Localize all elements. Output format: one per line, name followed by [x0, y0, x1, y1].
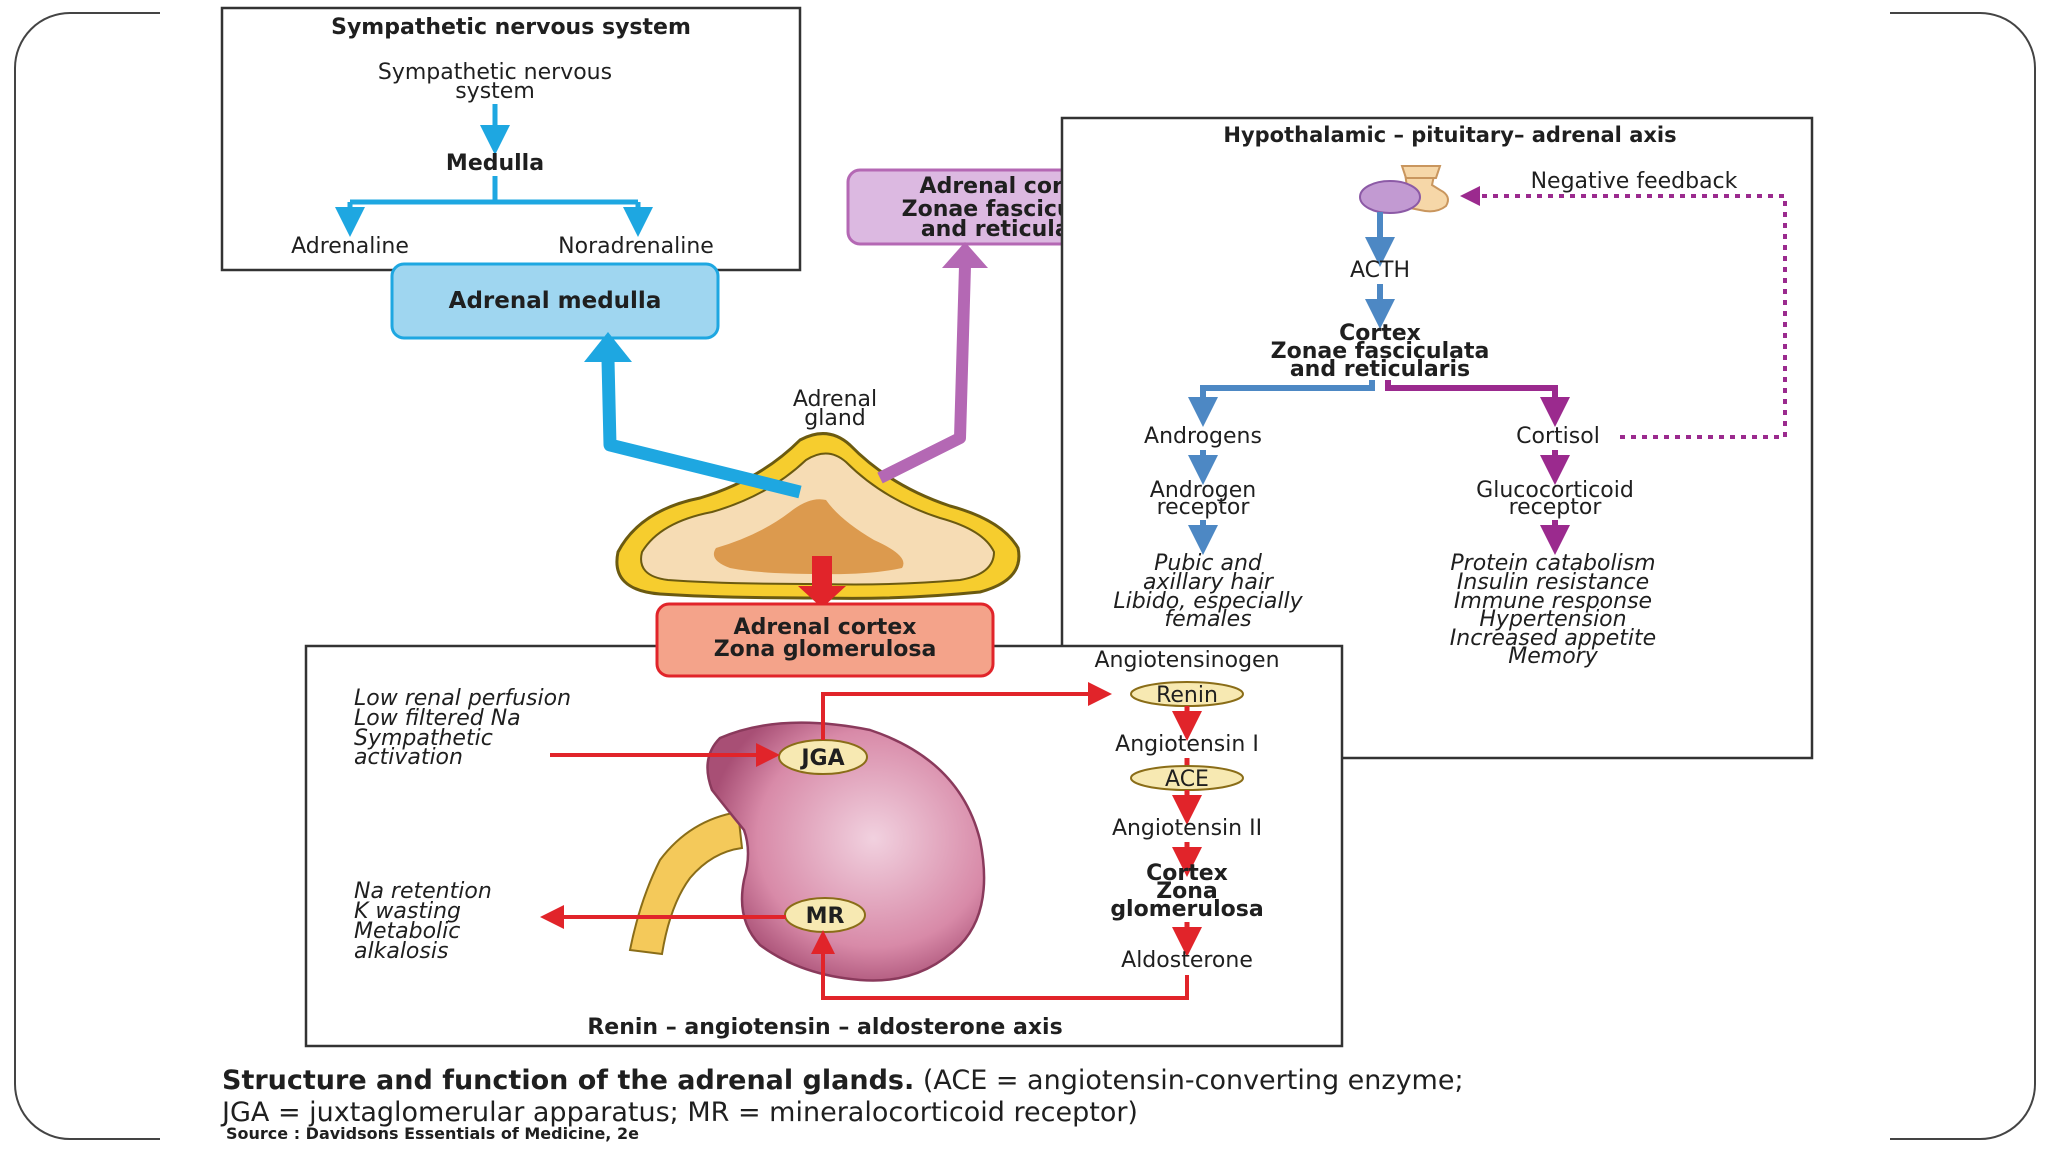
- caption-rest-line1: (ACE = angiotensin-converting enzyme;: [914, 1065, 1464, 1096]
- renin-label: Renin: [1156, 683, 1218, 708]
- raa-output-4: alkalosis: [354, 939, 448, 964]
- caption-line2: JGA = juxtaglomerular apparatus; MR = mi…: [222, 1097, 1138, 1128]
- hpa-title: Hypothalamic – pituitary– adrenal axis: [1223, 123, 1676, 147]
- gland-label-line2: gland: [804, 406, 865, 431]
- adrenaline-label: Adrenaline: [291, 234, 409, 259]
- gland-to-cortex-g-arrowhead: [798, 586, 846, 608]
- androgen-receptor-line2: receptor: [1157, 495, 1251, 520]
- aldosterone-label: Aldosterone: [1121, 948, 1253, 973]
- gc-receptor-line1: Glucocorticoid: [1476, 478, 1634, 503]
- cortex-g-line2: Zona glomerulosa: [714, 637, 937, 662]
- hpa-cortex-line2: Zonae fasciculata: [1271, 339, 1490, 364]
- androgen-receptor-line1: Androgen: [1150, 478, 1256, 503]
- androgen-effect-3: Libido, especially: [1113, 589, 1303, 614]
- mr-oval: MR: [784, 897, 866, 933]
- ace-label: ACE: [1165, 767, 1209, 792]
- jga-label: JGA: [799, 746, 844, 771]
- androgen-effect-4: females: [1164, 607, 1251, 632]
- ace-oval: ACE: [1130, 765, 1244, 792]
- cortisol-effect-3: Immune response: [1454, 589, 1652, 614]
- hpa-cortex-line1: Cortex: [1339, 321, 1421, 346]
- androgen-effect-2: axillary hair: [1143, 570, 1275, 595]
- cortex-g-line1: Adrenal cortex: [734, 615, 917, 640]
- cortex-to-cortisol-arrow: [1385, 380, 1570, 427]
- angiotensin2-label: Angiotensin II: [1112, 816, 1262, 841]
- raa-output-3: Metabolic: [354, 919, 460, 944]
- hpa-panel: Hypothalamic – pituitary– adrenal axis N…: [1060, 116, 1814, 760]
- gland-to-medulla-arrow: [601, 359, 802, 499]
- gland-to-cortex-fr-arrowhead: [942, 242, 988, 268]
- pituitary-icon: [1359, 165, 1449, 214]
- hpa-cortex-line3: and reticularis: [1290, 357, 1470, 382]
- raa-input-4: activation: [354, 745, 463, 770]
- angiotensin1-label: Angiotensin I: [1115, 732, 1259, 757]
- cortisol-effect-1: Protein catabolism: [1450, 551, 1655, 576]
- raa-input-2: Low filtered Na: [354, 706, 521, 731]
- adrenal-medulla-label: Adrenal medulla: [449, 288, 662, 314]
- aldosterone-to-mr-arrow: [811, 930, 1189, 1000]
- raa-input-3: Sympathetic: [354, 726, 493, 751]
- sns-top-line1: Sympathetic nervous: [378, 60, 612, 85]
- cortex-g-box: Adrenal cortex Zona glomerulosa: [655, 602, 995, 678]
- cortisol-effect-2: Insulin resistance: [1457, 570, 1649, 595]
- gland-to-cortex-g-arrow: [812, 556, 832, 586]
- androgens-label: Androgens: [1144, 424, 1262, 449]
- raa-input-1: Low renal perfusion: [354, 686, 571, 711]
- acth-label: ACTH: [1350, 258, 1410, 283]
- renin-oval: Renin: [1130, 681, 1244, 708]
- frame-gap-bottom: [160, 1134, 1890, 1142]
- jga-oval: JGA: [778, 739, 868, 775]
- sns-medulla-label: Medulla: [446, 151, 544, 176]
- sns-top-line2: system: [455, 79, 535, 104]
- raa-output-2: K wasting: [354, 899, 461, 924]
- figure-caption: Structure and function of the adrenal gl…: [222, 1065, 1922, 1129]
- mr-label: MR: [806, 904, 845, 929]
- sns-branch-line: [350, 176, 638, 205]
- source-credit: Source : Davidsons Essentials of Medicin…: [226, 1124, 639, 1143]
- cortex-to-androgens-arrow: [1188, 380, 1375, 427]
- sns-panel: Sympathetic nervous system Sympathetic n…: [220, 6, 802, 272]
- raa-cortex-line1: Cortex: [1146, 861, 1228, 886]
- gc-receptor-line2: receptor: [1509, 495, 1603, 520]
- gland-to-cortex-fr-arrow: [877, 265, 971, 484]
- cortisol-label: Cortisol: [1516, 424, 1600, 449]
- androgen-effect-1: Pubic and: [1154, 551, 1263, 576]
- adrenal-gland-illustration: [615, 432, 1021, 600]
- sns-title: Sympathetic nervous system: [331, 15, 691, 40]
- raa-cortex-line3: glomerulosa: [1110, 897, 1263, 922]
- gland-to-medulla-arrowhead: [584, 332, 632, 362]
- raa-title: Renin – angiotensin – aldosterone axis: [587, 1015, 1062, 1040]
- jga-to-renin-arrow: [821, 682, 1112, 740]
- cortisol-effect-5: Increased appetite: [1450, 626, 1656, 651]
- frame-gap-top: [160, 8, 1890, 16]
- cortisol-effect-6: Memory: [1508, 644, 1598, 669]
- caption-bold: Structure and function of the adrenal gl…: [222, 1065, 915, 1096]
- raa-output-1: Na retention: [354, 879, 492, 904]
- angiotensinogen-label: Angiotensinogen: [1094, 648, 1279, 673]
- noradrenaline-label: Noradrenaline: [558, 234, 714, 259]
- adrenal-medulla-box: Adrenal medulla: [390, 262, 720, 340]
- negative-feedback-arrow: [1460, 186, 1787, 439]
- cortisol-effect-4: Hypertension: [1479, 607, 1626, 632]
- gland-label-line1: Adrenal: [793, 387, 877, 412]
- raa-cortex-line2: Zona: [1156, 879, 1218, 904]
- negative-feedback-label: Negative feedback: [1531, 169, 1738, 194]
